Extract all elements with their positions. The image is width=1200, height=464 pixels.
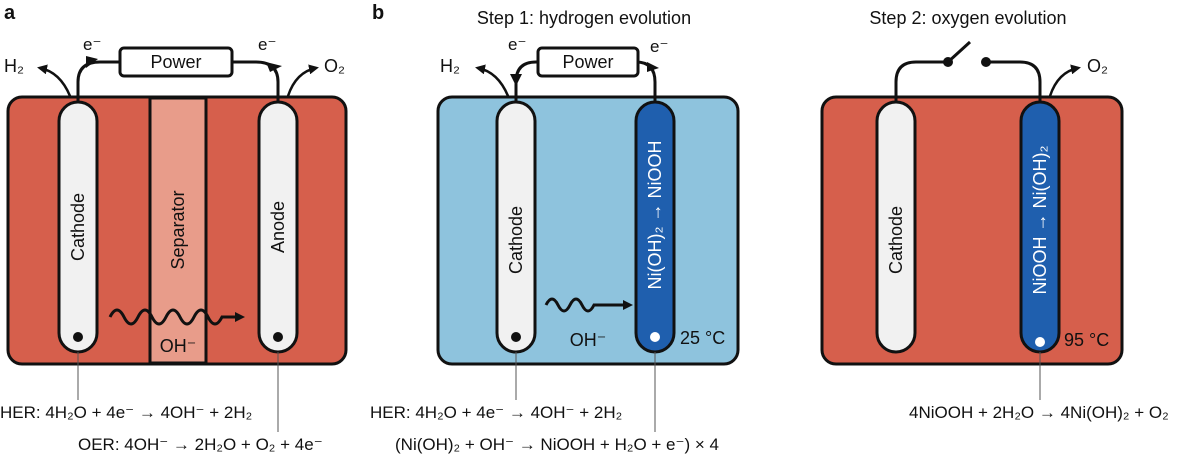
step2-wire-left bbox=[894, 60, 948, 102]
step1-temperature: 25 °C bbox=[680, 328, 725, 348]
step2-switch-pivot bbox=[943, 57, 953, 67]
o2-label: O₂ bbox=[324, 56, 345, 76]
step2-o2-label: O₂ bbox=[1087, 56, 1108, 76]
cell-b1-body bbox=[436, 95, 740, 366]
anode-label: Anode bbox=[268, 201, 288, 253]
step1-electron-arrowhead-left bbox=[510, 74, 522, 86]
step1-electron-label-left: e⁻ bbox=[508, 35, 526, 54]
electron-label-right: e⁻ bbox=[258, 35, 276, 54]
electron-arrowhead-left bbox=[86, 56, 98, 68]
step2-o2-evolution-arrow bbox=[1048, 64, 1081, 97]
circuit-wire-left bbox=[76, 60, 120, 102]
step2-temperature: 95 °C bbox=[1064, 330, 1109, 350]
electron-arrowhead-right bbox=[266, 62, 282, 72]
anode-contact-dot bbox=[273, 332, 283, 342]
step2-nickel-contact-dot bbox=[1035, 337, 1045, 347]
cathode-contact-dot bbox=[73, 332, 83, 342]
cathode-label: Cathode bbox=[68, 193, 88, 261]
ion-label: OH⁻ bbox=[160, 336, 197, 356]
power-box bbox=[118, 46, 234, 78]
oer-equation: OER: 4OH⁻ → 2H₂O + O₂ + 4e⁻ bbox=[78, 435, 323, 454]
ion-transport-arrow bbox=[108, 308, 245, 326]
panel-b-step1: b Step 1: hydrogen evolution Cathode Ni(… bbox=[370, 2, 740, 454]
panel-b-step2: Step 2: oxygen evolution Cathode NiOOH →… bbox=[820, 8, 1169, 422]
panel-a-label: a bbox=[4, 2, 16, 24]
step1-electron-arrowhead-right bbox=[647, 62, 659, 72]
o2-evolution-arrow bbox=[286, 64, 319, 97]
step1-nickel-label: Ni(OH)₂ → NiOOH bbox=[645, 141, 665, 290]
step2-nickel-label: NiOOH → Ni(OH)₂ bbox=[1030, 146, 1050, 295]
electron-label-left: e⁻ bbox=[83, 35, 101, 54]
step2-wire-right bbox=[986, 60, 1042, 102]
step2-equation: 4NiOOH + 2H₂O → 4Ni(OH)₂ + O₂ bbox=[909, 403, 1169, 422]
step1-power-label: Power bbox=[562, 52, 613, 72]
power-label: Power bbox=[150, 52, 201, 72]
h2-evolution-arrow bbox=[37, 64, 72, 97]
separator-label: Separator bbox=[168, 190, 188, 269]
step1-title: Step 1: hydrogen evolution bbox=[477, 8, 691, 28]
step1-cathode-contact-dot bbox=[511, 332, 521, 342]
step1-her-equation: HER: 4H₂O + 4e⁻ → 4OH⁻ + 2H₂ bbox=[370, 403, 622, 422]
step1-ion-transport-arrow bbox=[544, 297, 633, 313]
step2-cathode-label: Cathode bbox=[886, 206, 906, 274]
panel-a: a Cathode Separator Anode Power e⁻ e⁻ H₂… bbox=[0, 2, 348, 454]
step1-electron-label-right: e⁻ bbox=[650, 37, 668, 56]
step1-nickel-contact-dot bbox=[650, 332, 660, 342]
h2-label: H₂ bbox=[4, 56, 24, 76]
step1-cathode-label: Cathode bbox=[506, 206, 526, 274]
step1-h2-label: H₂ bbox=[440, 56, 460, 76]
cell-b2-body bbox=[820, 95, 1124, 366]
step1-power-box bbox=[536, 46, 640, 78]
step1-ion-label: OH⁻ bbox=[570, 330, 607, 350]
step1-h2-evolution-arrow bbox=[475, 64, 510, 97]
step1-ni-equation: (Ni(OH)₂ + OH⁻ → NiOOH + H₂O + e⁻) × 4 bbox=[395, 435, 719, 454]
step2-title: Step 2: oxygen evolution bbox=[869, 8, 1066, 28]
her-equation: HER: 4H₂O + 4e⁻ → 4OH⁻ + 2H₂ bbox=[0, 403, 252, 422]
panel-b-label: b bbox=[372, 2, 384, 24]
separator-membrane bbox=[148, 96, 208, 365]
